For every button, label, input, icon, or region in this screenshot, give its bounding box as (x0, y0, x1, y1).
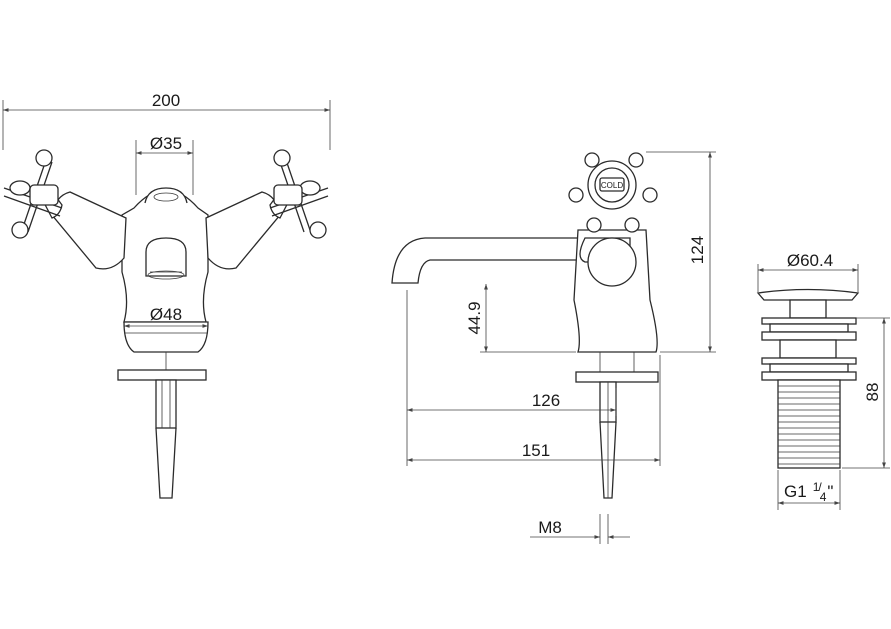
spout-reach-label: 126 (532, 391, 560, 410)
waste-diameter-label: Ø60.4 (787, 251, 833, 270)
thread-dimension: M8 (530, 514, 630, 544)
waste-height-dimension: 88 (842, 317, 890, 469)
handle-cold-label: COLD (601, 181, 623, 190)
spout-height-label: 44.9 (465, 301, 484, 334)
side-view: COLD 124 44.9 126 151 (391, 151, 716, 544)
overall-width-dimension: 200 (2, 91, 331, 150)
cross-handle-side: COLD (568, 152, 658, 233)
overall-depth-label: 151 (522, 441, 550, 460)
thread-label: M8 (538, 518, 562, 537)
overall-height-label: 124 (688, 236, 707, 264)
spout (391, 237, 593, 284)
right-cross-handle-front (269, 149, 329, 239)
base-diameter-label: Ø48 (150, 305, 182, 324)
hub-diameter-label: Ø35 (150, 134, 182, 153)
spout-height-dimension: 44.9 (465, 284, 576, 353)
left-cross-handle-front (3, 149, 63, 239)
overall-width-label: 200 (152, 91, 180, 110)
front-view: 200 Ø35 (2, 91, 331, 499)
waste-height-label: 88 (863, 383, 882, 402)
hub-diameter-dimension: Ø35 (135, 134, 194, 195)
overall-height-dimension: 124 (646, 151, 716, 353)
tap-body-front (37, 185, 295, 499)
overall-depth-dimension: 151 (407, 355, 661, 466)
waste-threads (777, 379, 841, 469)
base-diameter-dimension: Ø48 (124, 305, 208, 328)
waste-diameter-dimension: Ø60.4 (757, 251, 859, 292)
spout-reach-dimension: 126 (406, 290, 617, 466)
